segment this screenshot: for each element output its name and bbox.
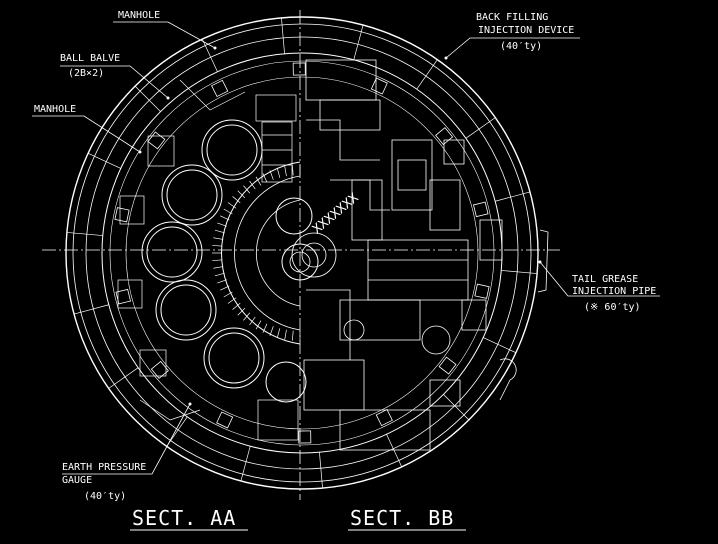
segment-joint [108,367,139,389]
rim-fitting [114,207,130,223]
rim-fitting [438,356,457,375]
rim-fittings [114,62,490,444]
erector-tooth [237,307,246,316]
segment-joint [201,38,218,72]
segment-radials [66,17,538,489]
sect-aa-cylinders [141,119,313,403]
rim-fitting [375,408,393,427]
leaders [32,21,660,475]
sect-aa-details [117,79,299,441]
label-manhole-top: MANHOLE [118,10,160,21]
erector-tooth [255,176,262,186]
brand-text: XXXXXXX [310,191,362,238]
erector-tooth [284,329,287,340]
erector-tooth [220,215,230,221]
segment-joint [495,191,531,202]
erector-tooth [262,323,268,333]
erector-tooth [269,326,274,336]
rim-fitting [473,201,489,218]
rim-fitting [435,127,454,146]
label-back-filling-1: BACK FILLING [476,12,548,23]
erector-tooth [223,208,233,215]
label-manhole-left: MANHOLE [34,104,76,115]
rim-fitting [115,288,131,305]
erector-tooth [217,279,227,284]
erector-tooth [291,330,294,341]
erector-teeth [212,165,301,341]
erector-tooth [220,285,230,291]
segment-joint [386,434,403,468]
erector-tooth [214,272,225,277]
erector-tooth [255,320,262,330]
erector-tooth [232,302,241,310]
label-earth-pressure-1: EARTH PRESSURE [62,462,146,473]
rim-fitting [474,283,490,299]
erector-tooth [269,170,274,180]
segment-joint [134,85,161,112]
label-earth-pressure-qty: (40′ty) [84,491,126,502]
segment-joint [281,17,285,54]
label-tail-grease-qty: (※ 60′ty) [584,302,641,313]
center-lines [42,10,560,500]
erector-tooth [232,196,241,204]
segment-joint [73,304,109,315]
segment-joint [443,394,470,421]
segment-joint [240,446,251,482]
section-titles: SECT. AA SECT. BB [130,506,466,531]
callouts: MANHOLE BALL BALVE (2B×2) MANHOLE BACK F… [34,10,656,502]
segment-joint [319,452,323,489]
segment-joint [483,337,517,354]
erector-tooth [237,190,246,199]
rim-fitting [292,62,306,76]
erector-tooth [214,229,225,234]
erector-tooth [249,180,256,190]
rim-fitting [150,360,169,379]
segment-joint [66,232,103,236]
sect-bb-machinery [291,59,503,451]
erector-tooth [212,244,223,247]
rim-fitting [211,79,229,98]
erector-ring [221,161,319,345]
label-tail-grease-2: INJECTION PIPE [572,286,656,297]
section-aa-title: SECT. AA [132,506,236,530]
erector-tooth [243,185,251,194]
erector-tooth [276,328,281,339]
erector-tooth [227,297,237,304]
erector-tooth [262,173,268,183]
erector-tooth [276,167,281,178]
erector-tooth [223,291,233,298]
label-ball-balve: BALL BALVE [60,53,120,64]
label-earth-pressure-2: GAUGE [62,475,92,486]
segment-joint [416,59,438,90]
label-tail-grease-1: TAIL GREASE [572,274,638,285]
erector-tooth [249,316,256,326]
erector-tooth [227,202,237,209]
erector-tooth [212,259,223,262]
segment-joint [353,24,364,60]
segment-joint [87,152,121,169]
brand-mark: XXXXXXX [310,191,362,238]
section-bb-title: SECT. BB [350,506,454,530]
erector-tooth [213,266,224,269]
leader-marks [138,46,542,406]
segment-joint [465,117,496,139]
erector-tooth [217,222,227,227]
shield-outer-rings [65,16,539,490]
rim-fitting [216,411,234,429]
erector-tooth [213,237,224,240]
tail-skin [499,229,549,401]
erector-tooth [291,165,294,176]
label-back-filling-qty: (40′ty) [500,41,542,52]
rim-fitting [298,430,312,444]
label-back-filling-2: INJECTION DEVICE [478,25,574,36]
erector-tooth [284,166,287,177]
label-ball-balve-qty: (2B×2) [68,68,104,79]
segment-joint [501,270,538,274]
rim-fitting [370,77,388,95]
erector-tooth [243,312,251,321]
